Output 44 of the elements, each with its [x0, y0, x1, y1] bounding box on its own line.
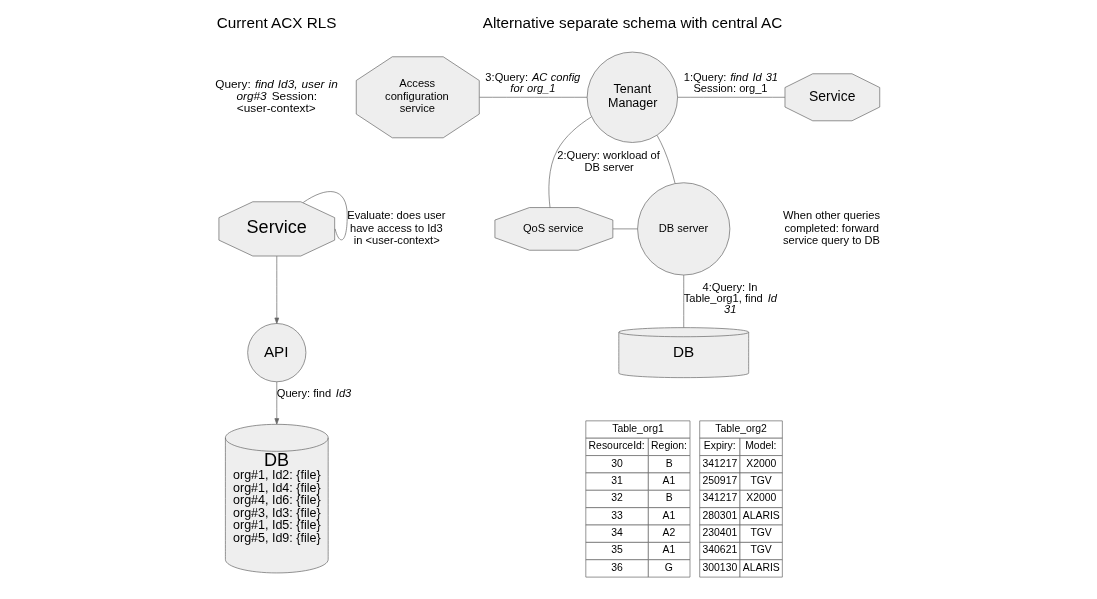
label: Expiry: — [703, 440, 736, 452]
label: Current ACX RLS — [216, 13, 337, 31]
label: A1 — [662, 544, 676, 556]
label: 341217 — [702, 457, 738, 469]
label: B — [665, 492, 673, 504]
label: ALARIS — [742, 509, 780, 521]
label: 33 — [611, 509, 623, 521]
label: 340621 — [702, 544, 738, 556]
label: 36 — [611, 561, 623, 573]
label: 32 — [611, 492, 623, 504]
label: 280301 — [702, 509, 738, 521]
label: A1 — [662, 475, 676, 487]
label: Region: — [651, 440, 687, 452]
label: X2000 — [746, 457, 777, 469]
label: A1 — [662, 509, 676, 521]
edge-label: Query: find Id3 — [276, 387, 352, 400]
edge-label: 2:Query: workload of DB server — [557, 148, 660, 174]
label: X2000 — [746, 492, 777, 504]
edge-label: Evaluate: does user have access to Id3 in <user-context> — [347, 209, 446, 247]
edge-label: 4:Query: In Table_org1, find Id 31 — [683, 280, 778, 316]
edge-label: 3:Query: AC config for org_1 — [485, 71, 581, 95]
label: 34 — [611, 527, 623, 539]
label: G — [664, 561, 673, 573]
label: Alternative separate schema with central AC — [482, 13, 783, 31]
label: 230401 — [702, 527, 738, 539]
edge-label: 1:Query: find Id 31 Session: org_1 — [683, 71, 779, 95]
label: 30 — [611, 457, 623, 469]
label: Table_org2 — [715, 422, 767, 434]
label: TGV — [750, 475, 772, 487]
label: Table_org1 — [612, 422, 664, 434]
label: 31 — [611, 475, 623, 487]
label: 35 — [611, 544, 623, 556]
label: TGV — [750, 544, 772, 556]
label: B — [665, 457, 673, 469]
label: 300130 — [702, 561, 738, 573]
label: TGV — [750, 527, 772, 539]
label: A2 — [662, 527, 676, 539]
label: Model: — [745, 440, 777, 452]
label: 341217 — [702, 492, 738, 504]
label: When other queries completed: forward service query to DB — [783, 209, 881, 247]
label: ALARIS — [742, 561, 780, 573]
label: ResourceId: — [588, 440, 645, 452]
label: Query: find Id3, user in org#3 Session: <user-context> — [215, 77, 338, 115]
label: 250917 — [702, 475, 738, 487]
